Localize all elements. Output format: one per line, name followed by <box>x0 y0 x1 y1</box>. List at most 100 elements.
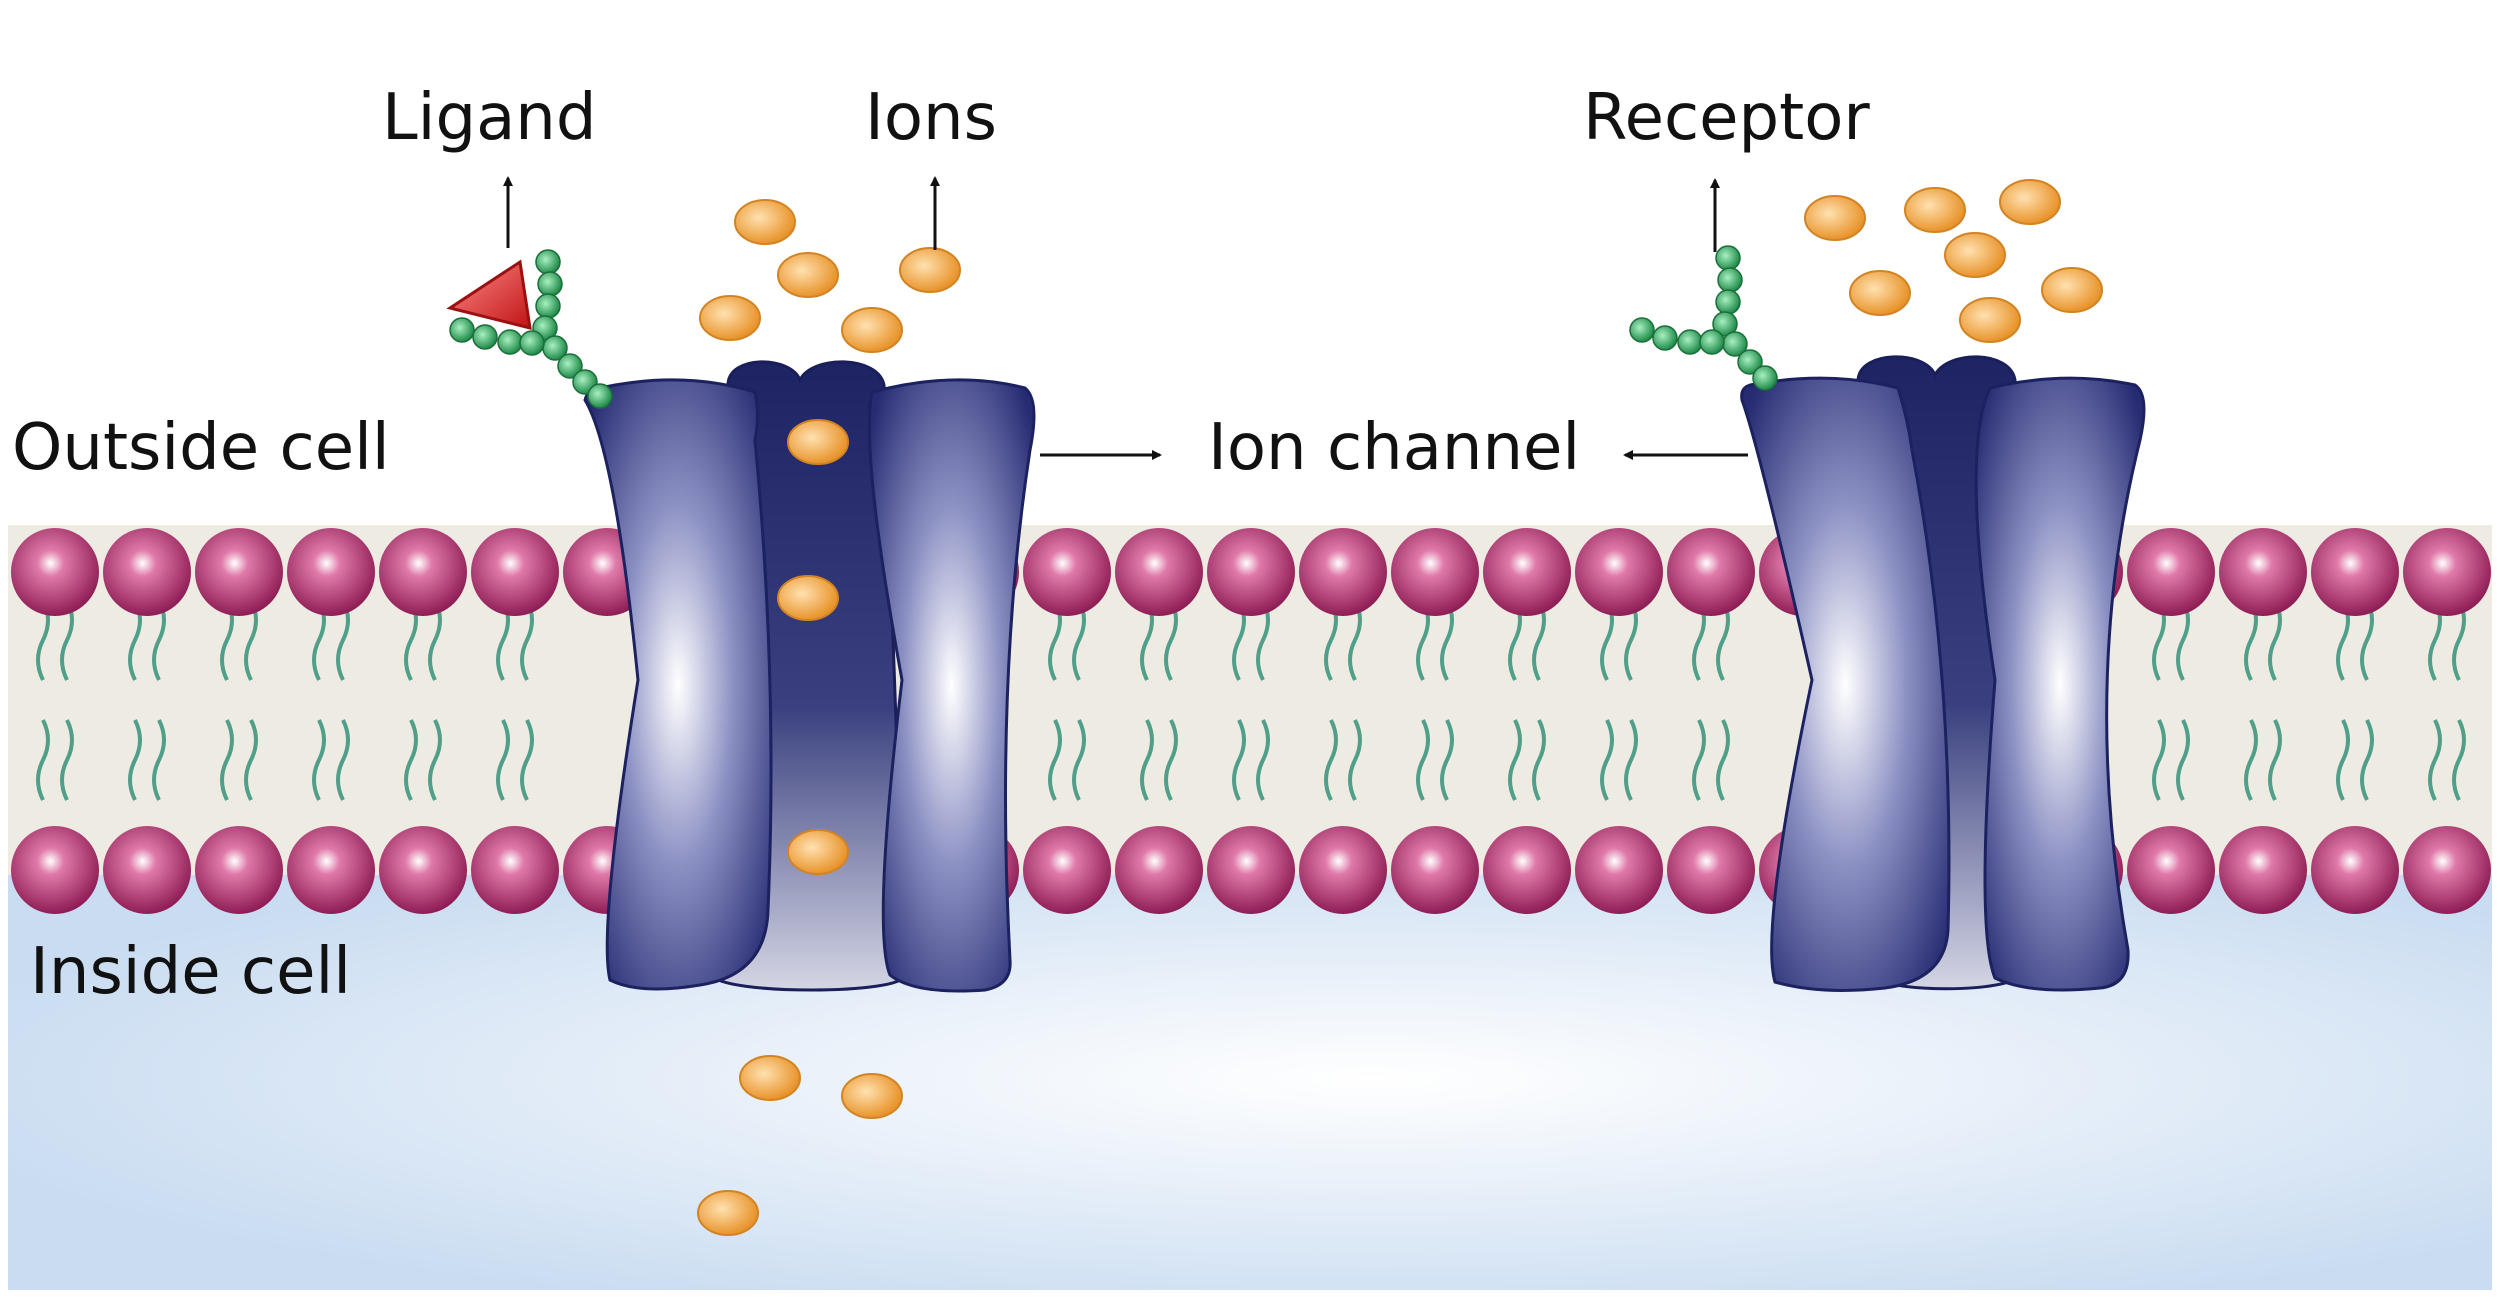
receptor-bead <box>557 353 583 379</box>
ion <box>739 1055 801 1101</box>
receptor-beads <box>449 245 1778 409</box>
ion <box>777 575 839 621</box>
receptor-bead <box>1677 329 1703 355</box>
lipid-head <box>287 826 375 914</box>
receptor-bead <box>1712 311 1738 337</box>
lipid-tail <box>1140 719 1154 801</box>
lipid-tail <box>152 719 166 801</box>
lipid-tail <box>60 719 74 801</box>
lipid-tail <box>1324 719 1338 801</box>
lipid-tail <box>404 719 418 801</box>
lipid-head <box>1023 528 1111 616</box>
lipid-head <box>1667 528 1755 616</box>
lipid-head <box>1299 528 1387 616</box>
lipid-head <box>1575 528 1663 616</box>
receptor-bead <box>1737 349 1763 375</box>
receptor-bead <box>1652 325 1678 351</box>
closed-ion-channel <box>1740 355 2146 992</box>
lipid-head <box>103 528 191 616</box>
lipid-head <box>471 528 559 616</box>
lipid-head <box>471 826 559 914</box>
receptor-bead <box>1752 365 1778 391</box>
ion <box>699 295 761 341</box>
ion <box>1944 232 2006 278</box>
ion <box>1999 179 2061 225</box>
lipid-head <box>1667 826 1755 914</box>
ion <box>1904 187 1966 233</box>
lipid-tail <box>220 719 234 801</box>
channel-subunit-right-closed <box>1974 376 2146 992</box>
lipid-tail <box>2176 719 2190 801</box>
lipid-tail <box>128 719 142 801</box>
lipid-head <box>379 826 467 914</box>
lipid-head <box>1115 826 1203 914</box>
lipid-head <box>2403 528 2491 616</box>
lipid-head <box>287 528 375 616</box>
lipid-tail <box>1532 719 1546 801</box>
lipid-tail <box>1072 719 1086 801</box>
receptor-bead <box>497 329 523 355</box>
ion <box>1804 195 1866 241</box>
ion <box>841 307 903 353</box>
label-arrows <box>503 176 1748 460</box>
lipid-head <box>11 528 99 616</box>
lipid-tail <box>1348 719 1362 801</box>
lipid-head <box>1391 826 1479 914</box>
inside-cell-label: Inside cell <box>30 935 352 1009</box>
lipid-head <box>11 826 99 914</box>
lipid-tail <box>2336 719 2350 801</box>
lipid-tail <box>1624 719 1638 801</box>
receptor-label: Receptor <box>1583 81 1870 155</box>
ions <box>697 179 2103 1236</box>
ion <box>787 829 849 875</box>
receptor-bead <box>1699 329 1725 355</box>
channel-subunit-left-closed <box>1740 376 1951 992</box>
lipid-head <box>1023 826 1111 914</box>
lipid-tail <box>2428 719 2442 801</box>
lipid-tail <box>1048 719 1062 801</box>
lipid-tail <box>428 719 442 801</box>
lipid-head <box>1575 826 1663 914</box>
lipid-tail <box>1692 719 1706 801</box>
ion <box>2041 267 2103 313</box>
receptor-bead <box>1715 289 1741 315</box>
lipid-head <box>1483 528 1571 616</box>
lipid-tail <box>1416 719 1430 801</box>
lipid-head <box>2127 528 2215 616</box>
lipid-tail <box>2268 719 2282 801</box>
ion <box>841 1073 903 1119</box>
lipid-head <box>195 826 283 914</box>
receptor-bead <box>535 249 561 275</box>
lipid-tail <box>1440 719 1454 801</box>
lipid-tail <box>2244 719 2258 801</box>
lipid-head <box>2219 528 2307 616</box>
lipid-head <box>2311 528 2399 616</box>
open-ion-channel <box>583 360 1036 993</box>
receptor-bead <box>537 271 563 297</box>
lipid-head <box>1483 826 1571 914</box>
ions-label: Ions <box>865 81 997 155</box>
ligand-triangle <box>446 259 532 331</box>
lipid-head <box>379 528 467 616</box>
receptor-bead <box>1629 317 1655 343</box>
lipid-tail <box>520 719 534 801</box>
lipid-head <box>1207 826 1295 914</box>
lipid-tail <box>1256 719 1270 801</box>
lipid-tail <box>244 719 258 801</box>
lipid-head <box>103 826 191 914</box>
ion <box>1849 270 1911 316</box>
lipid-tail <box>312 719 326 801</box>
ligand-label: Ligand <box>382 81 597 155</box>
receptor-bead <box>472 324 498 350</box>
ion <box>734 199 796 245</box>
lipid-tail <box>1716 719 1730 801</box>
lipid-head <box>1391 528 1479 616</box>
outside-cell-label: Outside cell <box>12 411 390 485</box>
lipid-head <box>1207 528 1295 616</box>
receptor-bead <box>519 330 545 356</box>
lipid-tail <box>1232 719 1246 801</box>
lipid-tail <box>1600 719 1614 801</box>
lipid-tail <box>2152 719 2166 801</box>
